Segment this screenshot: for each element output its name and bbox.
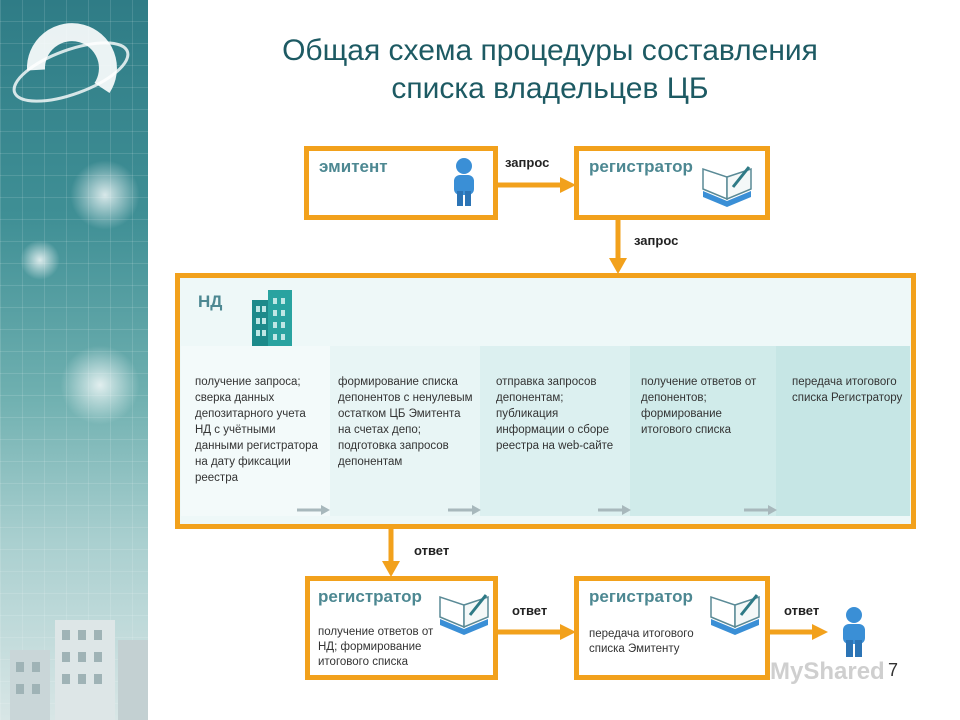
arrow-right [498, 624, 576, 640]
step-column-3 [480, 346, 630, 516]
answer-label-3: ответ [784, 603, 820, 618]
registrar-bottom-left-box: регистратор получение ответов от НД; фор… [305, 576, 498, 680]
office-building-icon [252, 290, 292, 346]
registrar-top-label: регистратор [589, 157, 693, 176]
step-column-2 [330, 346, 480, 516]
registrar-bottom-right-box: регистратор передача итогового списка Эм… [574, 576, 770, 680]
step-text-2: формирование списка депонентов с ненулев… [338, 376, 473, 468]
watermark-logo: MyShared [770, 658, 885, 685]
registrar-bottom-left-text: получение ответов от НД; формирование ит… [318, 626, 434, 668]
title-line-1: Общая схема процедуры составления [282, 34, 818, 67]
answer-label-2: ответ [512, 603, 548, 618]
step-arrow-icon [744, 505, 777, 515]
arrow-right [770, 624, 828, 640]
page-title: Общая схема процедуры составления списка… [200, 32, 900, 108]
registrar-bottom-left-label: регистратор [318, 587, 422, 606]
title-line-2: списка владельцев ЦБ [391, 72, 709, 105]
emitent-box: эмитент [304, 146, 498, 220]
glow-spot [70, 160, 140, 230]
answer-label-1: ответ [414, 543, 450, 558]
person-icon [843, 607, 865, 657]
step-column-4 [630, 346, 776, 516]
step-arrow-icon [448, 505, 481, 515]
step-column-5 [776, 346, 910, 516]
page-number: 7 [888, 660, 899, 680]
request-label-1: запрос [505, 155, 550, 170]
step-column-1 [181, 346, 330, 516]
book-pen-icon [702, 166, 752, 207]
step-text-4: получение ответов от депонентов; формиро… [641, 376, 757, 436]
arrow-down [382, 529, 400, 577]
glow-spot [60, 345, 140, 425]
registrar-bottom-right-label: регистратор [589, 587, 693, 606]
book-pen-icon [439, 594, 489, 635]
left-decorative-strip [0, 0, 148, 720]
company-logo-icon [12, 23, 130, 103]
step-text-5: передача итогового списка Регистратору [792, 376, 903, 404]
request-label-2: запрос [634, 233, 679, 248]
step-arrow-icon [297, 505, 330, 515]
buildings-image [10, 620, 148, 720]
person-icon [454, 158, 474, 206]
emitent-label: эмитент [319, 157, 388, 176]
step-text-3: отправка запросов депонентам; публикация… [496, 376, 614, 452]
glow-spot [20, 240, 60, 280]
registrar-bottom-right-text: передача итогового списка Эмитенту [589, 628, 694, 655]
registrar-top-box: регистратор [574, 146, 770, 220]
step-arrow-icon [598, 505, 631, 515]
step-text-1: получение запроса; сверка данных депозит… [195, 376, 318, 484]
arrow-down [609, 220, 627, 274]
arrow-right [498, 177, 576, 193]
book-pen-icon [710, 594, 760, 635]
nd-label: НД [198, 292, 223, 311]
